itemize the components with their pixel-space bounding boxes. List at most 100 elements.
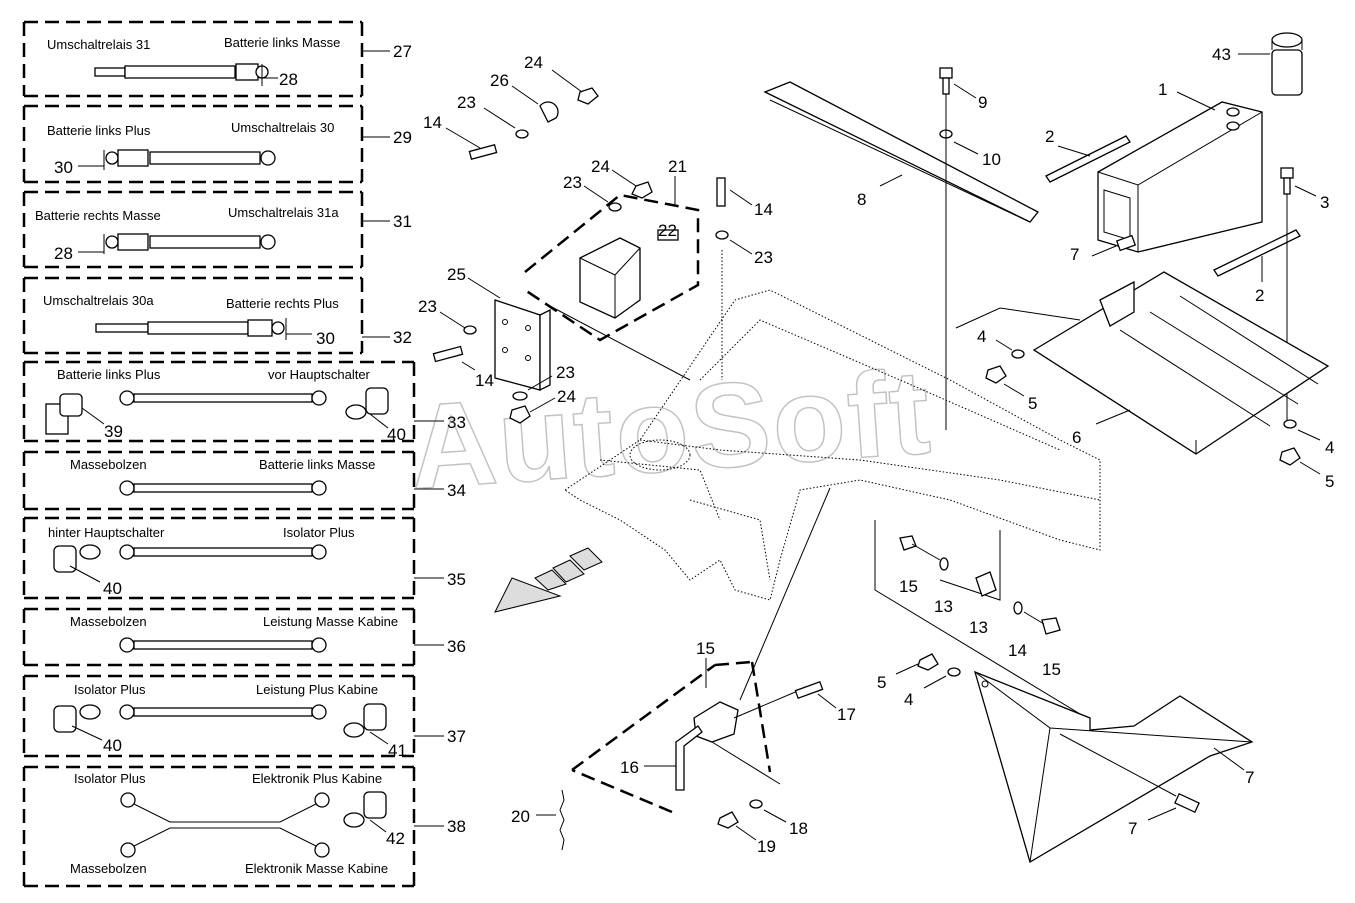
- cable-29-left-label: Batterie links Plus: [47, 123, 151, 138]
- callout-14e: 15: [1042, 660, 1061, 679]
- callout-4c: 4: [904, 690, 913, 709]
- callout-27: 27: [393, 42, 412, 61]
- fasteners-tray: [985, 349, 1301, 466]
- callout-23a: 23: [457, 93, 476, 112]
- cable-35-left-label: hinter Hauptschalter: [48, 525, 165, 540]
- callout-40b: 40: [103, 579, 122, 598]
- callout-5c: 5: [877, 673, 886, 692]
- cable-38-bottom-left-label: Massebolzen: [70, 861, 147, 876]
- callout-4a: 4: [977, 327, 986, 346]
- cable-38-icon: [120, 791, 387, 858]
- mounting-plate-25: [494, 299, 551, 392]
- cable-33-right-label: vor Hauptschalter: [268, 367, 371, 382]
- callout-20: 20: [511, 807, 530, 826]
- chassis-frame: [564, 289, 1101, 601]
- callout-13a: 13: [934, 597, 953, 616]
- cable-panel-34: Massebolzen Batterie links Masse 34: [22, 450, 466, 511]
- cable-38-bottom-right-label: Elektronik Masse Kabine: [245, 861, 388, 876]
- callout-32: 32: [393, 328, 412, 347]
- spacer-assembly: [899, 535, 1061, 635]
- cable-35-right-label: Isolator Plus: [283, 525, 355, 540]
- cover-plate-8: [763, 81, 1040, 223]
- cable-27-left-label: Umschaltrelais 31: [47, 37, 150, 52]
- callout-2a: 2: [1045, 127, 1054, 146]
- callout-25: 25: [447, 265, 466, 284]
- cable-36-icon: [119, 637, 327, 653]
- callout-42: 42: [386, 829, 405, 848]
- callout-21: 21: [668, 157, 687, 176]
- cable-panel-38: Isolator Plus Elektronik Plus Kabine Mas…: [22, 765, 466, 888]
- cable-panel-33: Batterie links Plus vor Hauptschalter 33…: [22, 360, 466, 444]
- cable-panel-29: Batterie links Plus Umschaltrelais 30 29…: [22, 104, 412, 184]
- bolt-7: [1115, 234, 1137, 252]
- cable-panel-32: Umschaltrelais 30a Batterie rechts Plus …: [22, 276, 412, 355]
- cable-29-right-label: Umschaltrelais 30: [231, 120, 334, 135]
- callout-30: 30: [54, 158, 73, 177]
- cable-33-icon: [45, 387, 389, 435]
- container-43: [1271, 32, 1303, 96]
- callout-31: 31: [393, 212, 412, 231]
- fasteners-cover: [917, 653, 1200, 814]
- callout-14c: 14: [754, 200, 773, 219]
- callout-16: 16: [620, 758, 639, 777]
- cable-tie-20: [559, 789, 565, 851]
- cable-37-icon: [53, 703, 387, 738]
- fasteners-left: [432, 87, 729, 424]
- cable-36-right-label: Leistung Masse Kabine: [263, 614, 398, 629]
- cable-27-right-label: Batterie links Masse: [224, 35, 340, 50]
- battery-tray-6: [1032, 271, 1330, 455]
- cable-29-icon: [103, 149, 276, 170]
- strap-2: [1045, 135, 1301, 277]
- cable-34-icon: [119, 480, 327, 496]
- cable-panel-36: Massebolzen Leistung Masse Kabine 36: [22, 607, 466, 667]
- cover-11: [974, 670, 1254, 863]
- cable-panel-35: hinter Hauptschalter Isolator Plus 35 40: [22, 516, 466, 600]
- cable-35-icon: [53, 544, 327, 573]
- relay-box-21: [524, 193, 700, 342]
- cable-list: Umschaltrelais 31 Batterie links Masse 2…: [22, 20, 466, 888]
- cable-panel-27: Umschaltrelais 31 Batterie links Masse 2…: [22, 20, 412, 98]
- callout-5b: 5: [1325, 472, 1334, 491]
- cable-37-left-label: Isolator Plus: [74, 682, 146, 697]
- bolt-3: [1280, 167, 1294, 179]
- callout-35: 35: [447, 570, 466, 589]
- callout-40: 40: [387, 425, 406, 444]
- callout-7a: 7: [1070, 245, 1079, 264]
- cable-31-icon: [103, 233, 276, 254]
- callout-38: 38: [447, 817, 466, 836]
- callout-40c: 40: [103, 736, 122, 755]
- callout-14b: 14: [475, 371, 494, 390]
- callout-29: 29: [393, 128, 412, 147]
- callout-11: 7: [1245, 768, 1254, 787]
- callout-23d: 23: [556, 363, 575, 382]
- callout-39: 39: [104, 422, 123, 441]
- callout-5a: 5: [1028, 394, 1037, 413]
- callout-1: 1: [1158, 80, 1167, 99]
- callout-15: 15: [696, 639, 715, 658]
- callout-6: 6: [1072, 428, 1081, 447]
- callout-9: 9: [978, 93, 987, 112]
- callout-23e: 23: [754, 248, 773, 267]
- cable-27-icon: [94, 63, 269, 86]
- cable-33-left-label: Batterie links Plus: [57, 367, 161, 382]
- callout-12: 13: [969, 618, 988, 637]
- callout-23b: 23: [563, 173, 582, 192]
- callout-33: 33: [447, 413, 466, 432]
- cable-38-right-label: Elektronik Plus Kabine: [252, 771, 382, 786]
- callout-37: 37: [447, 727, 466, 746]
- cable-31-right-label: Umschaltrelais 31a: [228, 205, 339, 220]
- callout-14a: 14: [423, 113, 442, 132]
- callout-34: 34: [447, 481, 466, 500]
- callout-3: 3: [1320, 193, 1329, 212]
- callout-41: 41: [388, 741, 407, 760]
- callout-30b: 30: [316, 329, 335, 348]
- cable-38-left-label: Isolator Plus: [74, 771, 146, 786]
- cable-36-left-label: Massebolzen: [70, 614, 147, 629]
- cable-panel-31: Batterie rechts Masse Umschaltrelais 31a…: [22, 190, 412, 269]
- callout-19: 19: [757, 837, 776, 856]
- callouts-top-left: 14 23 26 24 24 23 21 22 25 23 14 23 24 1…: [418, 53, 773, 413]
- callout-2b: 2: [1255, 286, 1264, 305]
- callout-13b: 14: [1008, 641, 1027, 660]
- cable-34-right-label: Batterie links Masse: [259, 457, 375, 472]
